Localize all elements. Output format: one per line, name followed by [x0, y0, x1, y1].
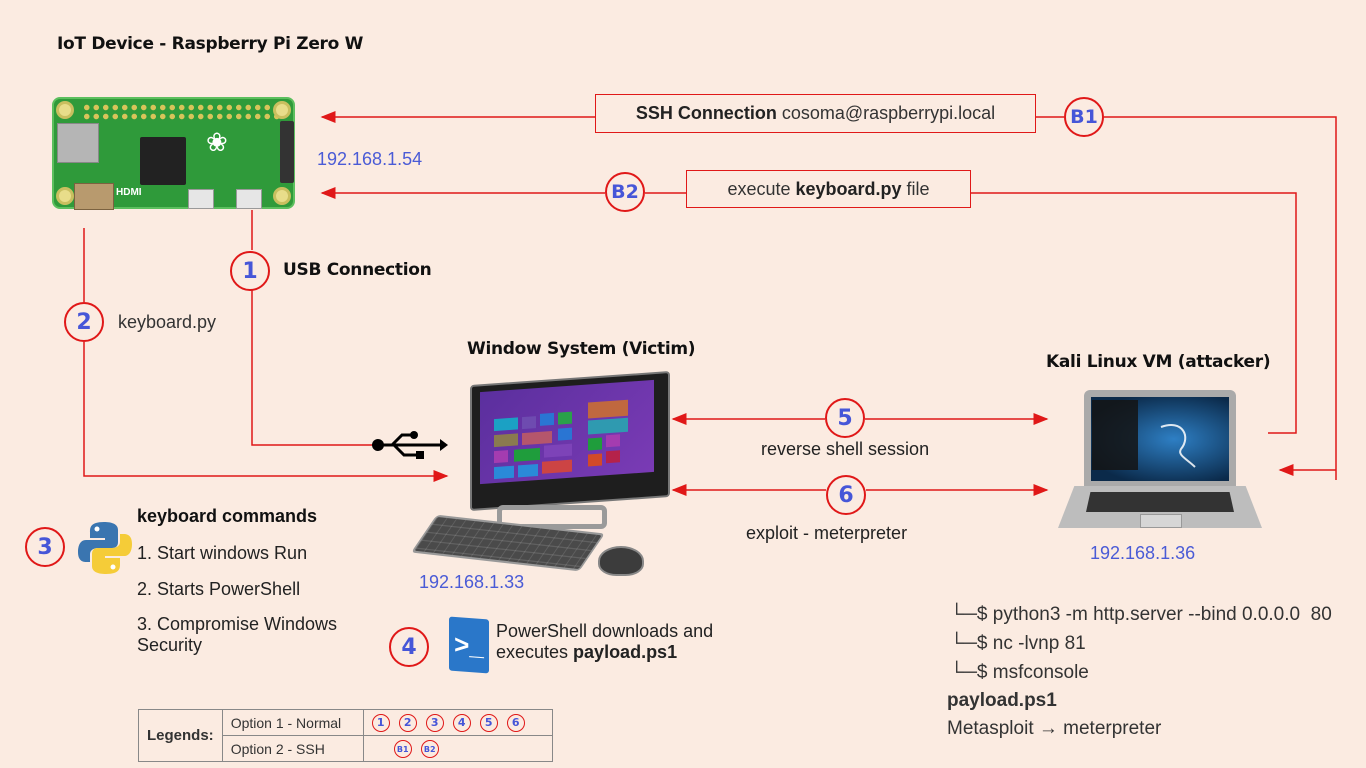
step-badge-3: 3: [25, 527, 65, 567]
payload-file-label: payload.ps1: [947, 690, 1057, 711]
legend-mark-3: 3: [425, 713, 444, 732]
legend-option-ssh: Option 2 - SSH: [221, 735, 364, 762]
legend-mark-4: 4: [452, 713, 471, 732]
legend-mark-b1: B1: [393, 740, 412, 759]
iot-device-title: IoT Device - Raspberry Pi Zero W: [57, 34, 364, 54]
monitor-screen: [480, 379, 654, 485]
legend-mark-2: 2: [398, 713, 417, 732]
step-badge-b1: B1: [1064, 97, 1104, 137]
command-http-server: └─$ python3 -m http.server --bind 0.0.0.…: [950, 604, 1332, 625]
hdmi-label: HDMI: [116, 187, 142, 198]
step-badge-1: 1: [230, 251, 270, 291]
monitor-stand: [497, 505, 607, 529]
kali-menu: [1092, 400, 1138, 470]
keyboard-command-item: 3. Compromise Windows Security: [137, 614, 338, 655]
powershell-payload-name: payload.ps1: [573, 642, 678, 662]
laptop-touchpad: [1140, 514, 1182, 528]
legend-header: Legends:: [138, 709, 223, 762]
usb-connection-label: USB Connection: [283, 260, 432, 280]
laptop-keyboard: [1086, 492, 1234, 512]
metasploit-label: Metasploit → meterpreter: [947, 718, 1162, 739]
powershell-description: PowerShell downloads and executes payloa…: [496, 621, 713, 663]
step-badge-5: 5: [825, 398, 865, 438]
usb-icon: [370, 429, 448, 469]
micro-usb-power-port: [236, 189, 262, 209]
sd-card-slot: [57, 123, 99, 163]
attacker-ip-address: 192.168.1.36: [1090, 543, 1196, 563]
mouse-image: [598, 546, 644, 576]
windows-pc-image: [470, 368, 670, 514]
ssh-connection-target: cosoma@raspberrypi.local: [776, 103, 996, 123]
attacker-title: Kali Linux VM (attacker): [1046, 352, 1271, 372]
step-badge-2: 2: [64, 302, 104, 342]
processor-chip: [140, 137, 186, 185]
legend-ssh-marks: B1 B2: [362, 735, 553, 762]
iot-ip-address: 192.168.1.54: [317, 149, 423, 169]
micro-usb-port: [188, 189, 214, 209]
gpio-header: [82, 103, 282, 121]
powershell-line1: PowerShell downloads and: [496, 621, 714, 641]
keyboard-command-item: 2. Starts PowerShell: [137, 579, 301, 599]
mount-hole: [273, 187, 291, 205]
exploit-label: exploit - meterpreter: [746, 523, 908, 543]
command-msfconsole: └─$ msfconsole: [950, 662, 1089, 683]
reverse-shell-label: reverse shell session: [761, 439, 930, 459]
execute-label-pre: execute: [727, 178, 796, 199]
victim-title: Window System (Victim): [467, 339, 696, 359]
execute-label-post: file: [901, 178, 930, 199]
mount-hole: [56, 101, 74, 119]
attacker-commands: └─$ python3 -m http.server --bind 0.0.0.…: [950, 600, 1332, 687]
keyboard-commands-title: keyboard commands: [137, 506, 318, 526]
keyboard-command-item: 1. Start windows Run: [137, 543, 308, 563]
ssh-connection-box: SSH Connection cosoma@raspberrypi.local: [595, 94, 1036, 133]
powershell-line2-pre: executes: [496, 642, 574, 662]
raspberry-pi-image: ❀ HDMI: [52, 97, 295, 210]
step-badge-b2: B2: [605, 172, 645, 212]
ssh-connection-label: SSH Connection: [635, 103, 777, 123]
mount-hole: [273, 101, 291, 119]
legend-mark-b2: B2: [420, 740, 439, 759]
hdmi-port: [74, 183, 114, 210]
powershell-line2: executes payload.ps1: [496, 642, 713, 663]
python-logo-icon: [78, 522, 132, 574]
legend-mark-1: 1: [371, 713, 390, 732]
mount-hole: [56, 187, 74, 205]
victim-ip-address: 192.168.1.33: [419, 572, 525, 592]
usb-line: [251, 210, 375, 446]
legend-mark-6: 6: [506, 713, 525, 732]
step-badge-6: 6: [826, 475, 866, 515]
execute-file-box: execute keyboard.py file: [686, 170, 971, 208]
raspberry-logo-icon: ❀: [206, 127, 228, 157]
keyboard-file-label: keyboard.py: [118, 312, 217, 332]
camera-connector: [280, 121, 294, 183]
legend-mark-5: 5: [479, 713, 498, 732]
legend-option-normal: Option 1 - Normal: [221, 709, 364, 736]
command-netcat: └─$ nc -lvnp 81: [950, 633, 1086, 654]
execute-file-name: keyboard.py: [795, 178, 902, 199]
powershell-icon: >_: [449, 616, 489, 674]
step-badge-4: 4: [389, 627, 429, 667]
